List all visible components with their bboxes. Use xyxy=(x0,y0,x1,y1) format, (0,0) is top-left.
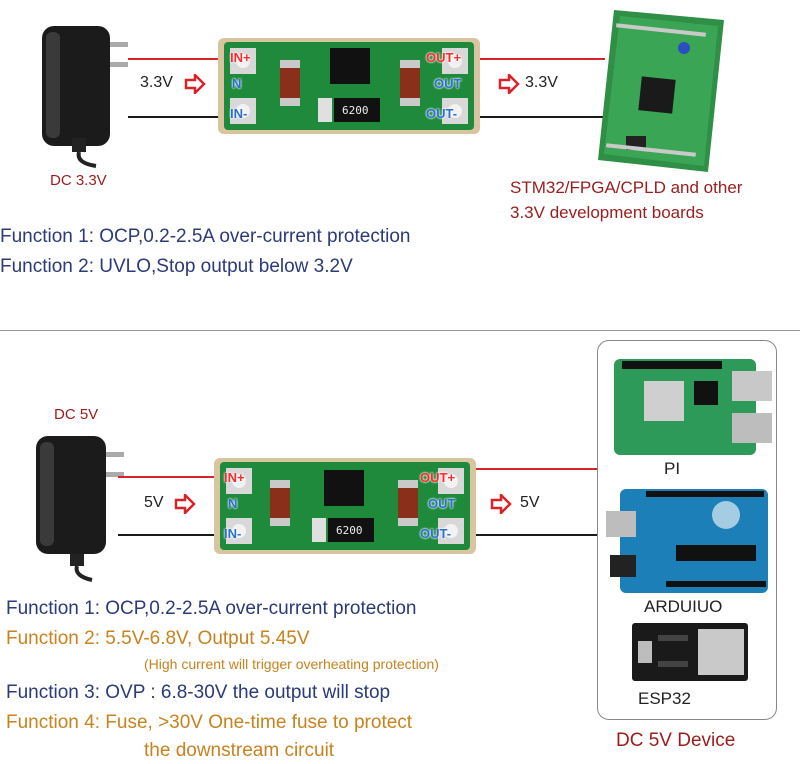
out-voltage-bottom: 5V xyxy=(520,494,540,511)
arrow-right-icon xyxy=(498,74,520,94)
bottom-function-4-cont: the downstream circuit xyxy=(144,740,335,761)
arduino-board-icon xyxy=(606,489,768,593)
wire-out-negative-top xyxy=(470,116,605,118)
pin-out-plus-top: OUT+ xyxy=(426,50,462,65)
section-divider xyxy=(0,330,800,331)
protection-module-top: 6200 IN+ N IN- OUT+ OUT OUT- xyxy=(218,36,480,136)
pin-out-mid-top: OUT xyxy=(434,76,462,91)
wire-in-negative-bottom xyxy=(118,534,224,536)
pin-n-top: N xyxy=(232,76,242,91)
pin-out-plus-bottom: OUT+ xyxy=(420,470,456,485)
bottom-function-2-note: (High current will trigger overheating p… xyxy=(144,656,439,672)
in-voltage-top: 3.3V xyxy=(140,74,173,91)
adapter-label-top: DC 3.3V xyxy=(50,172,107,189)
raspberry-pi-icon xyxy=(614,359,772,455)
bottom-function-1: Function 1: OCP,0.2-2.5A over-current pr… xyxy=(6,598,417,619)
wire-out-positive-bottom xyxy=(466,468,598,470)
pin-in-minus-top: IN- xyxy=(230,106,248,121)
wire-out-negative-bottom xyxy=(466,534,598,536)
adapter-label-bottom: DC 5V xyxy=(54,406,99,423)
power-adapter-5v-icon xyxy=(36,436,124,582)
wire-in-positive-bottom xyxy=(118,476,224,478)
top-function-2: Function 2: UVLO,Stop output below 3.2V xyxy=(0,256,353,277)
pin-n-bottom: N xyxy=(228,496,238,511)
protection-module-bottom: 6200 IN+ N IN- OUT+ OUT OUT- xyxy=(214,456,476,556)
pin-out-minus-top: OUT- xyxy=(426,106,458,121)
device-label-pi: PI xyxy=(664,459,681,478)
out-voltage-top: 3.3V xyxy=(525,74,558,91)
pin-in-plus-top: IN+ xyxy=(230,50,251,65)
pin-out-mid-bottom: OUT xyxy=(428,496,456,511)
bottom-function-4: Function 4: Fuse, >30V One-time fuse to … xyxy=(6,712,413,733)
pin-in-plus-bottom: IN+ xyxy=(224,470,245,485)
bottom-function-2: Function 2: 5.5V-6.8V, Output 5.45V xyxy=(6,628,310,649)
device-label-arduino: ARDUIUO xyxy=(644,597,723,616)
esp32-board-icon xyxy=(632,623,748,681)
pin-in-minus-bottom: IN- xyxy=(224,526,242,541)
wire-out-positive-top xyxy=(470,58,605,60)
arrow-right-icon xyxy=(184,74,206,94)
pcb-board-icon xyxy=(218,38,480,134)
board-label-line2: 3.3V development boards xyxy=(510,203,704,222)
device-box-label: DC 5V Device xyxy=(616,730,736,751)
device-box: PI ARDUIUO ESP32 xyxy=(597,340,777,720)
in-voltage-bottom: 5V xyxy=(144,494,164,511)
wire-in-positive-top xyxy=(128,58,230,60)
board-label-line1: STM32/FPGA/CPLD and other xyxy=(510,178,743,197)
arrow-right-icon xyxy=(490,494,512,514)
arrow-right-icon xyxy=(174,494,196,514)
pin-out-minus-bottom: OUT- xyxy=(420,526,452,541)
top-function-1: Function 1: OCP,0.2-2.5A over-current pr… xyxy=(0,226,411,247)
wire-in-negative-top xyxy=(128,116,230,118)
device-label-esp32: ESP32 xyxy=(638,689,691,708)
power-adapter-3v3-icon xyxy=(42,26,128,168)
stm32-board-icon xyxy=(598,10,724,172)
pcb-board-icon xyxy=(214,458,476,554)
bottom-function-3: Function 3: OVP : 6.8-30V the output wil… xyxy=(6,682,391,703)
chip-marking-top: 6200 xyxy=(342,104,369,117)
chip-marking-bottom: 6200 xyxy=(336,524,363,537)
